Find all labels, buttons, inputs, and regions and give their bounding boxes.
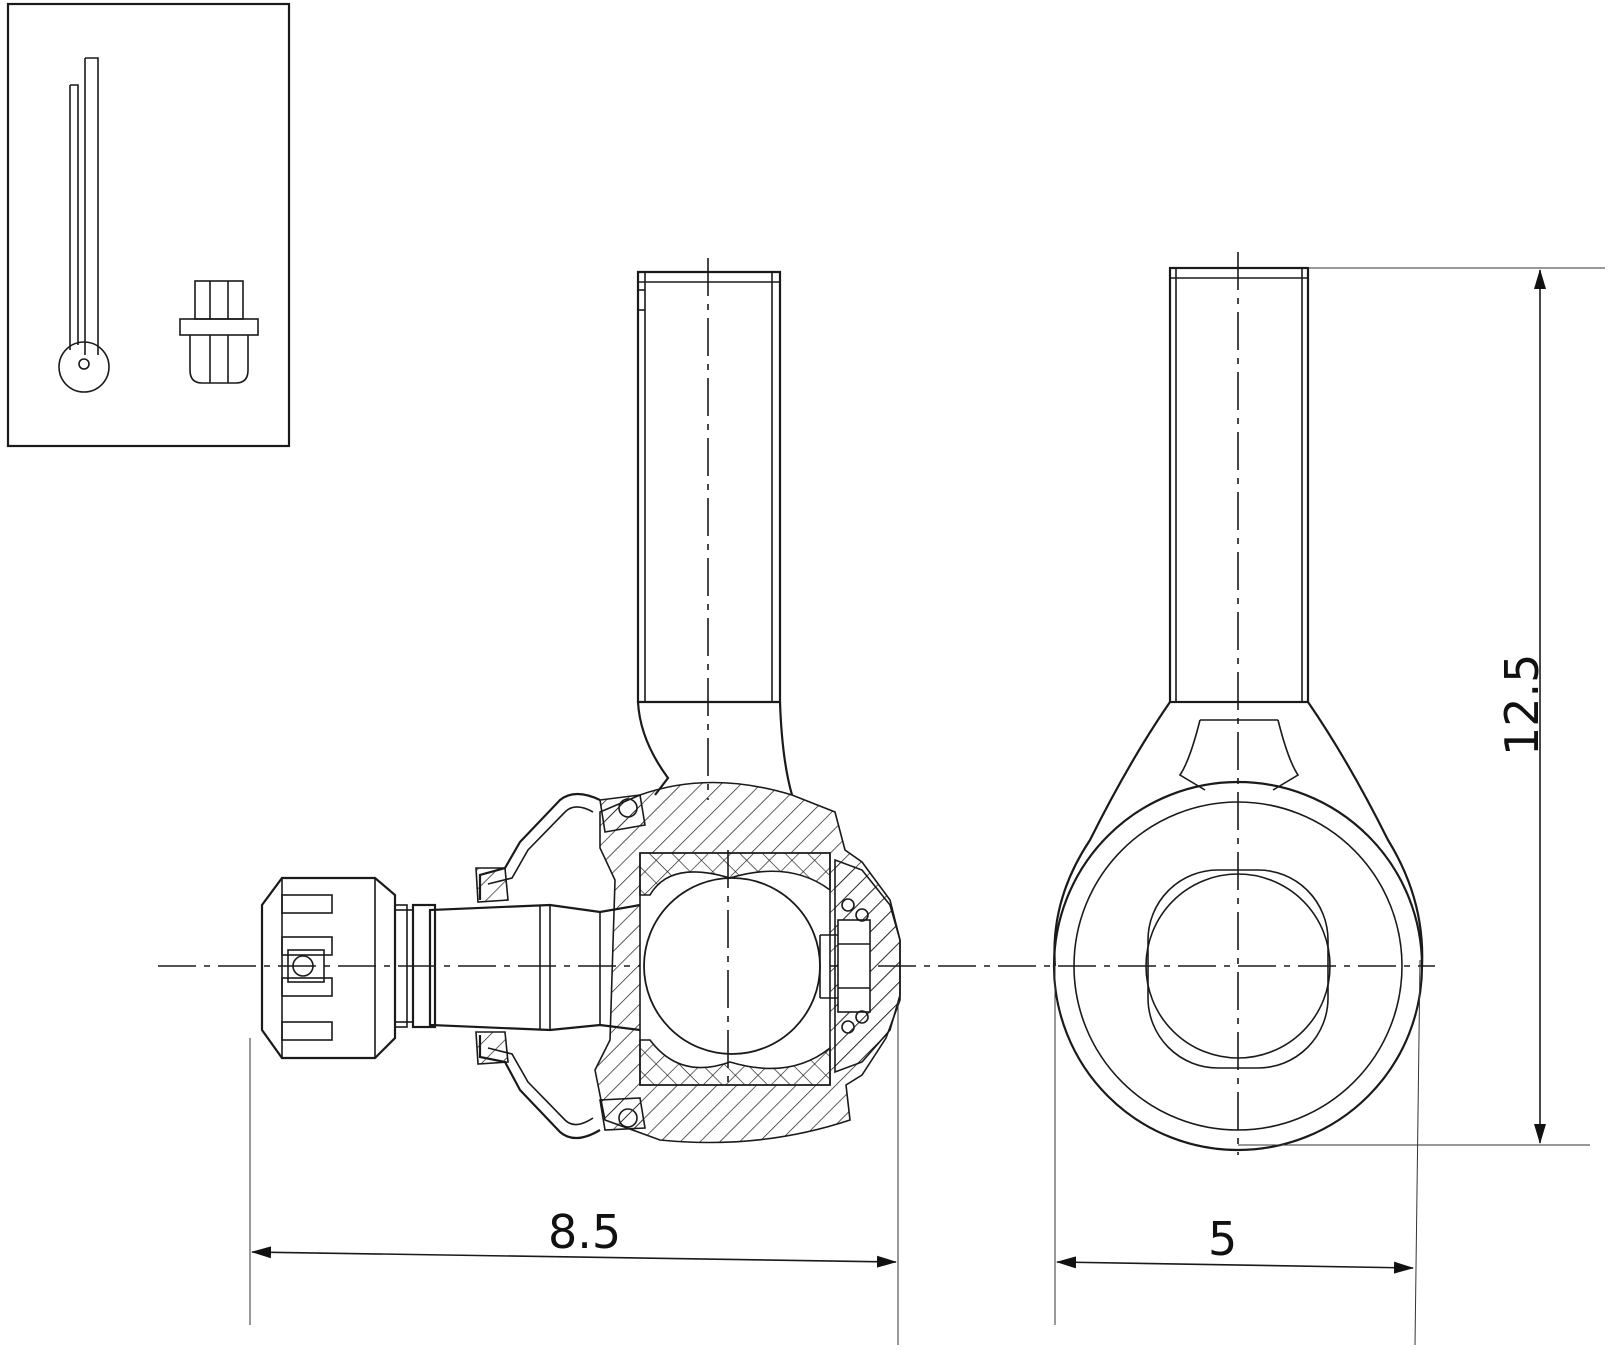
side-view [158,258,1435,1144]
dimension-height: 12.5 [1238,267,1605,1146]
front-view [1052,252,1424,1155]
dimension-length-label: 8.5 [548,1205,621,1259]
dimension-width-label: 5 [1208,1212,1237,1266]
dimension-width: 5 [1054,959,1421,1346]
grease-nipple [179,280,259,384]
parts-inset [6,2,291,448]
cotter-pin [58,57,110,393]
dimension-length: 8.5 [249,1000,899,1345]
dimension-height-label: 12.5 [1495,654,1549,756]
